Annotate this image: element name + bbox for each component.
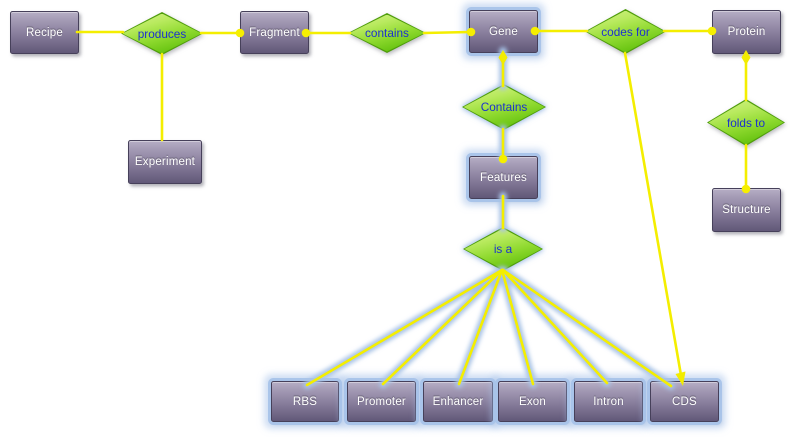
entity-protein[interactable]: Protein <box>712 10 781 54</box>
entity-intron-label: Intron <box>593 395 624 408</box>
entity-experiment-label: Experiment <box>134 156 196 168</box>
connector-isa-enhancer <box>457 268 504 386</box>
relationship-produces[interactable]: produces <box>121 12 203 55</box>
entity-experiment[interactable]: Experiment <box>128 140 202 184</box>
entity-rbs-label: RBS <box>292 395 318 408</box>
entity-features[interactable]: Features <box>469 156 538 199</box>
entity-features-label: Features <box>480 171 527 184</box>
entity-exon[interactable]: Exon <box>498 381 567 422</box>
entity-structure-label: Structure <box>722 204 771 216</box>
entity-fragment-label: Fragment <box>249 26 300 39</box>
entity-promoter-label: Promoter <box>357 395 406 408</box>
entity-enhancer-label: Enhancer <box>432 395 484 408</box>
entity-promoter[interactable]: Promoter <box>347 381 416 422</box>
entity-protein-label: Protein <box>727 26 766 38</box>
connector-isa-intron <box>501 268 609 385</box>
entity-gene[interactable]: Gene <box>469 10 538 53</box>
relationship-folds-to-label: folds to <box>726 115 766 130</box>
connector-isa-cds <box>501 268 673 388</box>
entity-exon-label: Exon <box>518 395 546 408</box>
relationship-codes-for[interactable]: codes for <box>585 9 666 54</box>
relationship-folds-to[interactable]: folds to <box>707 99 785 146</box>
connector-isa-promoter <box>381 268 504 386</box>
entity-cds[interactable]: CDS <box>650 381 719 422</box>
entity-fragment[interactable]: Fragment <box>240 11 309 54</box>
entity-gene-label: Gene <box>489 25 518 38</box>
connector-isa-rbs <box>305 268 504 387</box>
entity-recipe[interactable]: Recipe <box>10 11 79 54</box>
entity-intron[interactable]: Intron <box>574 381 643 422</box>
connector-contains-gene <box>422 30 472 35</box>
relationship-produces-label: produces <box>137 26 187 41</box>
entity-recipe-label: Recipe <box>26 26 63 39</box>
entity-enhancer[interactable]: Enhancer <box>423 381 493 422</box>
connector-isa-exon <box>500 268 535 386</box>
entity-rbs[interactable]: RBS <box>271 381 339 422</box>
relationship-contains[interactable]: contains <box>348 13 426 53</box>
relationship-contains-features-label: Contains <box>480 100 528 114</box>
relationship-contains-label: contains <box>365 26 409 40</box>
entity-cds-label: CDS <box>672 395 697 408</box>
relationship-contains-features[interactable]: Contains <box>462 84 546 130</box>
relationship-is-a-label: is a <box>493 242 513 256</box>
connector-codesfor-cds <box>623 51 684 383</box>
relationship-codes-for-label: codes for <box>601 24 650 39</box>
relationship-is-a[interactable]: is a <box>463 227 543 271</box>
entity-structure[interactable]: Structure <box>712 188 781 232</box>
